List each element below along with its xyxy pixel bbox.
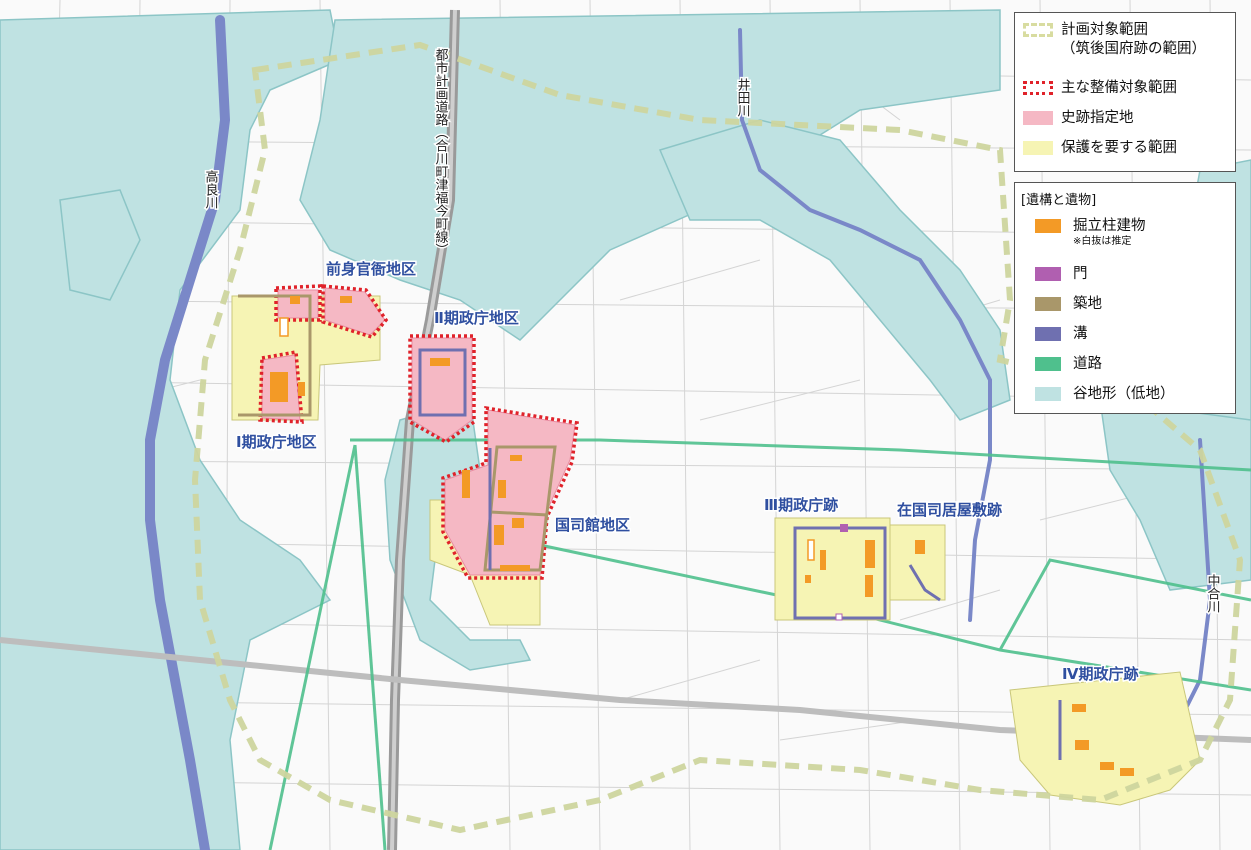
- legend-features-title: [遺構と遺物]: [1021, 193, 1097, 208]
- estimated-pillar-buildings: [279, 317, 815, 561]
- district-label-ki1: Ⅰ期政庁地区: [236, 433, 317, 451]
- valley-swatch: [1035, 387, 1061, 401]
- legend-item-wall: 築地: [1035, 295, 1102, 314]
- legend-ranges: 計画対象範囲 （筑後国府跡の範囲） 主な整備対象範囲 史跡指定地 保護を要する範囲: [1014, 12, 1236, 172]
- planned-road-label: 都市計画道路（合川町津福今町線）: [433, 48, 449, 256]
- historic-site-swatch: [1023, 111, 1053, 125]
- legend-item-valley: 谷地形（低地）: [1035, 385, 1175, 404]
- legend-label: 掘立柱建物: [1073, 218, 1146, 234]
- legend-label: 主な整備対象範囲: [1061, 80, 1177, 96]
- nakaai-river: [1168, 438, 1213, 742]
- legend-label: 溝: [1073, 326, 1088, 342]
- legend-note: ※白抜は推定: [1073, 236, 1132, 247]
- pillar-building-swatch: [1035, 219, 1061, 233]
- legend-item-gate: 門: [1035, 265, 1088, 284]
- legend-features: [遺構と遺物] 掘立柱建物 ※白抜は推定 門 築地 溝 道路 谷地形（低地）: [1014, 182, 1236, 414]
- district-label-ki2: Ⅱ期政庁地区: [434, 309, 519, 327]
- main-road: [0, 637, 1251, 743]
- legend-label: 築地: [1073, 296, 1102, 312]
- ditches: [418, 348, 1062, 760]
- wall-swatch: [1035, 297, 1061, 311]
- river-label-ida: 井田川: [735, 78, 751, 117]
- main-range-swatch: [1023, 81, 1053, 95]
- district-label-kokushi: 国司館地区: [555, 516, 630, 534]
- district-label-ki4: Ⅳ期政庁跡: [1062, 665, 1138, 683]
- korai-river: [145, 15, 231, 850]
- plan-range-swatch: [1023, 23, 1053, 37]
- railway: [387, 9, 460, 850]
- legend-label: 谷地形（低地）: [1073, 386, 1175, 402]
- legend-item-road: 道路: [1035, 355, 1102, 374]
- legend-item-main-range: 主な整備対象範囲: [1023, 79, 1177, 98]
- district-label-zaikokushi: 在国司居屋敷跡: [897, 501, 1002, 519]
- district-label-zenshin: 前身官衙地区: [326, 260, 416, 278]
- plan-target-range: [191, 41, 1244, 834]
- river-label-nakaai: 中合川: [1205, 574, 1221, 613]
- legend-item-ditch: 溝: [1035, 325, 1088, 344]
- legend-label: 道路: [1073, 356, 1102, 372]
- legend-item-protection: 保護を要する範囲: [1023, 139, 1177, 158]
- legend-item-pillar-building: 掘立柱建物 ※白抜は推定: [1035, 217, 1146, 248]
- legend-item-historic-site: 史跡指定地: [1023, 109, 1134, 128]
- legend-item-plan-range: 計画対象範囲 （筑後国府跡の範囲）: [1023, 21, 1206, 59]
- legend-sub-label: （筑後国府跡の範囲）: [1061, 41, 1206, 57]
- legend-label: 保護を要する範囲: [1061, 140, 1177, 156]
- gate-swatch: [1035, 267, 1061, 281]
- legend-label: 計画対象範囲: [1061, 22, 1148, 38]
- rivers: [145, 15, 1213, 850]
- ancient-roads: [268, 438, 1251, 850]
- gates: [835, 524, 848, 621]
- district-label-ki3: Ⅲ期政庁跡: [764, 496, 838, 514]
- pillar-buildings: [270, 296, 1134, 776]
- protection-swatch: [1023, 141, 1053, 155]
- ditch-swatch: [1035, 327, 1061, 341]
- legend-label: 史跡指定地: [1061, 110, 1134, 126]
- ida-river: [738, 28, 992, 622]
- legend-label: 門: [1073, 266, 1088, 282]
- road-swatch: [1035, 357, 1061, 371]
- river-label-korai: 高良川: [203, 169, 219, 209]
